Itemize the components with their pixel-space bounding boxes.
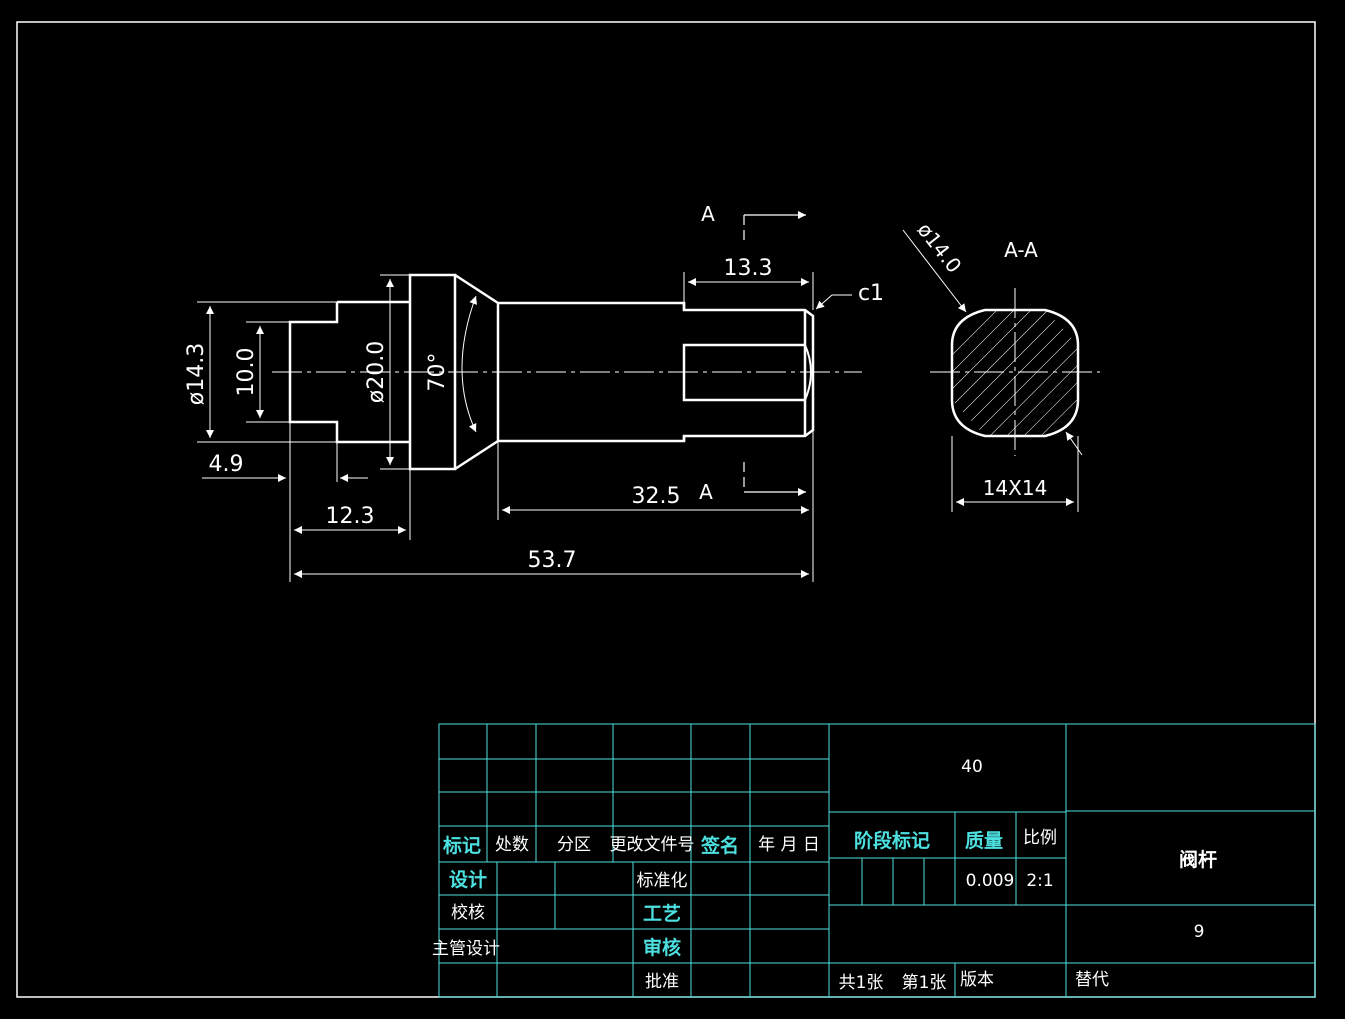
section-view bbox=[902, 229, 1100, 512]
dim-d20-0: ø20.0 bbox=[364, 341, 389, 403]
header-date: 年 月 日 bbox=[758, 835, 820, 855]
dim-13-3: 13.3 bbox=[724, 256, 773, 281]
row-standardization: 标准化 bbox=[637, 871, 688, 891]
slot-end-arc bbox=[804, 344, 812, 401]
sheets-total: 共1张 bbox=[839, 973, 884, 993]
row-process: 工艺 bbox=[643, 903, 681, 925]
section-size: 14X14 bbox=[983, 476, 1048, 500]
drawing-number: 9 bbox=[1194, 922, 1205, 942]
sheet-number: 第1张 bbox=[902, 973, 947, 993]
version-label: 版本 bbox=[960, 970, 994, 990]
header-zone: 分区 bbox=[557, 835, 591, 855]
dim-4-9: 4.9 bbox=[209, 452, 244, 477]
mass-value: 0.009 bbox=[966, 871, 1015, 891]
dim-53-7: 53.7 bbox=[528, 548, 577, 573]
dim-angle-70: 70° bbox=[425, 353, 450, 392]
scale-value: 2:1 bbox=[1026, 871, 1053, 891]
mass-label: 质量 bbox=[965, 830, 1003, 852]
header-count: 处数 bbox=[495, 835, 529, 855]
row-approve: 批准 bbox=[645, 972, 679, 992]
replace-label: 替代 bbox=[1075, 970, 1109, 990]
header-change-doc: 更改文件号 bbox=[610, 835, 695, 855]
extension-lines bbox=[197, 272, 814, 582]
header-mark: 标记 bbox=[443, 835, 481, 857]
header-signature: 签名 bbox=[700, 834, 739, 857]
row-check: 校核 bbox=[451, 903, 485, 923]
dim-32-5: 32.5 bbox=[632, 484, 681, 509]
section-diameter: ø14.0 bbox=[913, 218, 967, 278]
scale-label: 比例 bbox=[1023, 828, 1057, 848]
section-title: A-A bbox=[1004, 238, 1038, 262]
dim-chamfer: c1 bbox=[858, 281, 884, 306]
row-review: 审核 bbox=[643, 936, 681, 959]
main-view bbox=[197, 211, 862, 582]
row-design: 设计 bbox=[449, 869, 487, 891]
dim-d10-0: 10.0 bbox=[234, 348, 259, 397]
material-value: 40 bbox=[961, 757, 983, 777]
title-block-grid bbox=[438, 723, 1316, 998]
part-name: 阀杆 bbox=[1179, 848, 1217, 871]
section-marker-top: A bbox=[701, 202, 715, 226]
section-cut-markers bbox=[743, 211, 806, 496]
dim-d14-3: ø14.3 bbox=[184, 343, 209, 405]
section-outline bbox=[950, 308, 1080, 438]
stage-mark-label: 阶段标记 bbox=[854, 829, 930, 852]
dim-12-3: 12.3 bbox=[326, 504, 375, 529]
row-chief-design: 主管设计 bbox=[432, 939, 500, 959]
dimension-lines bbox=[202, 278, 852, 578]
section-marker-bottom: A bbox=[699, 480, 713, 504]
